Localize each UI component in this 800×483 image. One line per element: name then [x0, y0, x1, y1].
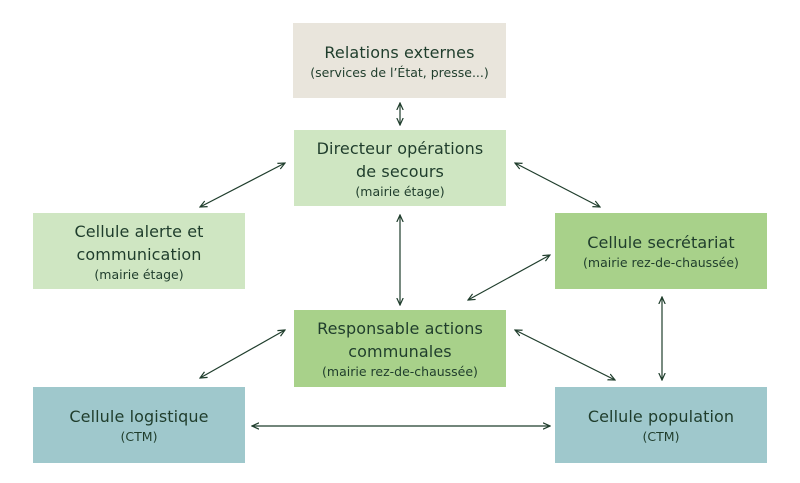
box-title: Directeur opérations de secours	[316, 138, 484, 181]
box-subtitle: (mairie étage)	[355, 183, 445, 199]
box-title: Cellule alerte et communication	[74, 221, 204, 264]
box-title: Cellule logistique	[69, 407, 209, 426]
arrow-responsable-logistique	[200, 330, 285, 378]
box-title: Cellule secrétariat	[587, 233, 735, 252]
box-title: Cellule population	[587, 407, 735, 426]
box-subtitle: (services de l’État, presse...)	[310, 64, 489, 80]
box-title: Responsable actions communales	[317, 319, 483, 361]
box-cellule-secretariat: Cellule secrétariat (mairie rez-de-chaus…	[555, 213, 767, 289]
box-subtitle: (mairie rez-de-chaussée)	[583, 255, 739, 270]
box-title: Relations externes	[324, 42, 475, 62]
box-cellule-logistique: Cellule logistique (CTM)	[33, 387, 245, 463]
box-subtitle: (mairie rez-de-chaussée)	[322, 364, 478, 379]
box-cellule-population: Cellule population (CTM)	[555, 387, 767, 463]
box-subtitle: (CTM)	[642, 429, 680, 444]
box-relations-externes: Relations externes (services de l’État, …	[293, 23, 506, 98]
arrow-directeur-secretariat	[515, 163, 600, 207]
arrow-responsable-population	[515, 330, 615, 380]
box-responsable-actions: Responsable actions communales (mairie r…	[294, 310, 506, 387]
arrow-secretariat-responsable	[468, 255, 550, 300]
box-subtitle: (CTM)	[120, 429, 158, 444]
box-cellule-alerte: Cellule alerte et communication (mairie …	[33, 213, 245, 289]
arrow-directeur-alerte	[200, 163, 285, 207]
box-subtitle: (mairie étage)	[94, 266, 184, 282]
box-directeur-operations: Directeur opérations de secours (mairie …	[294, 130, 506, 206]
